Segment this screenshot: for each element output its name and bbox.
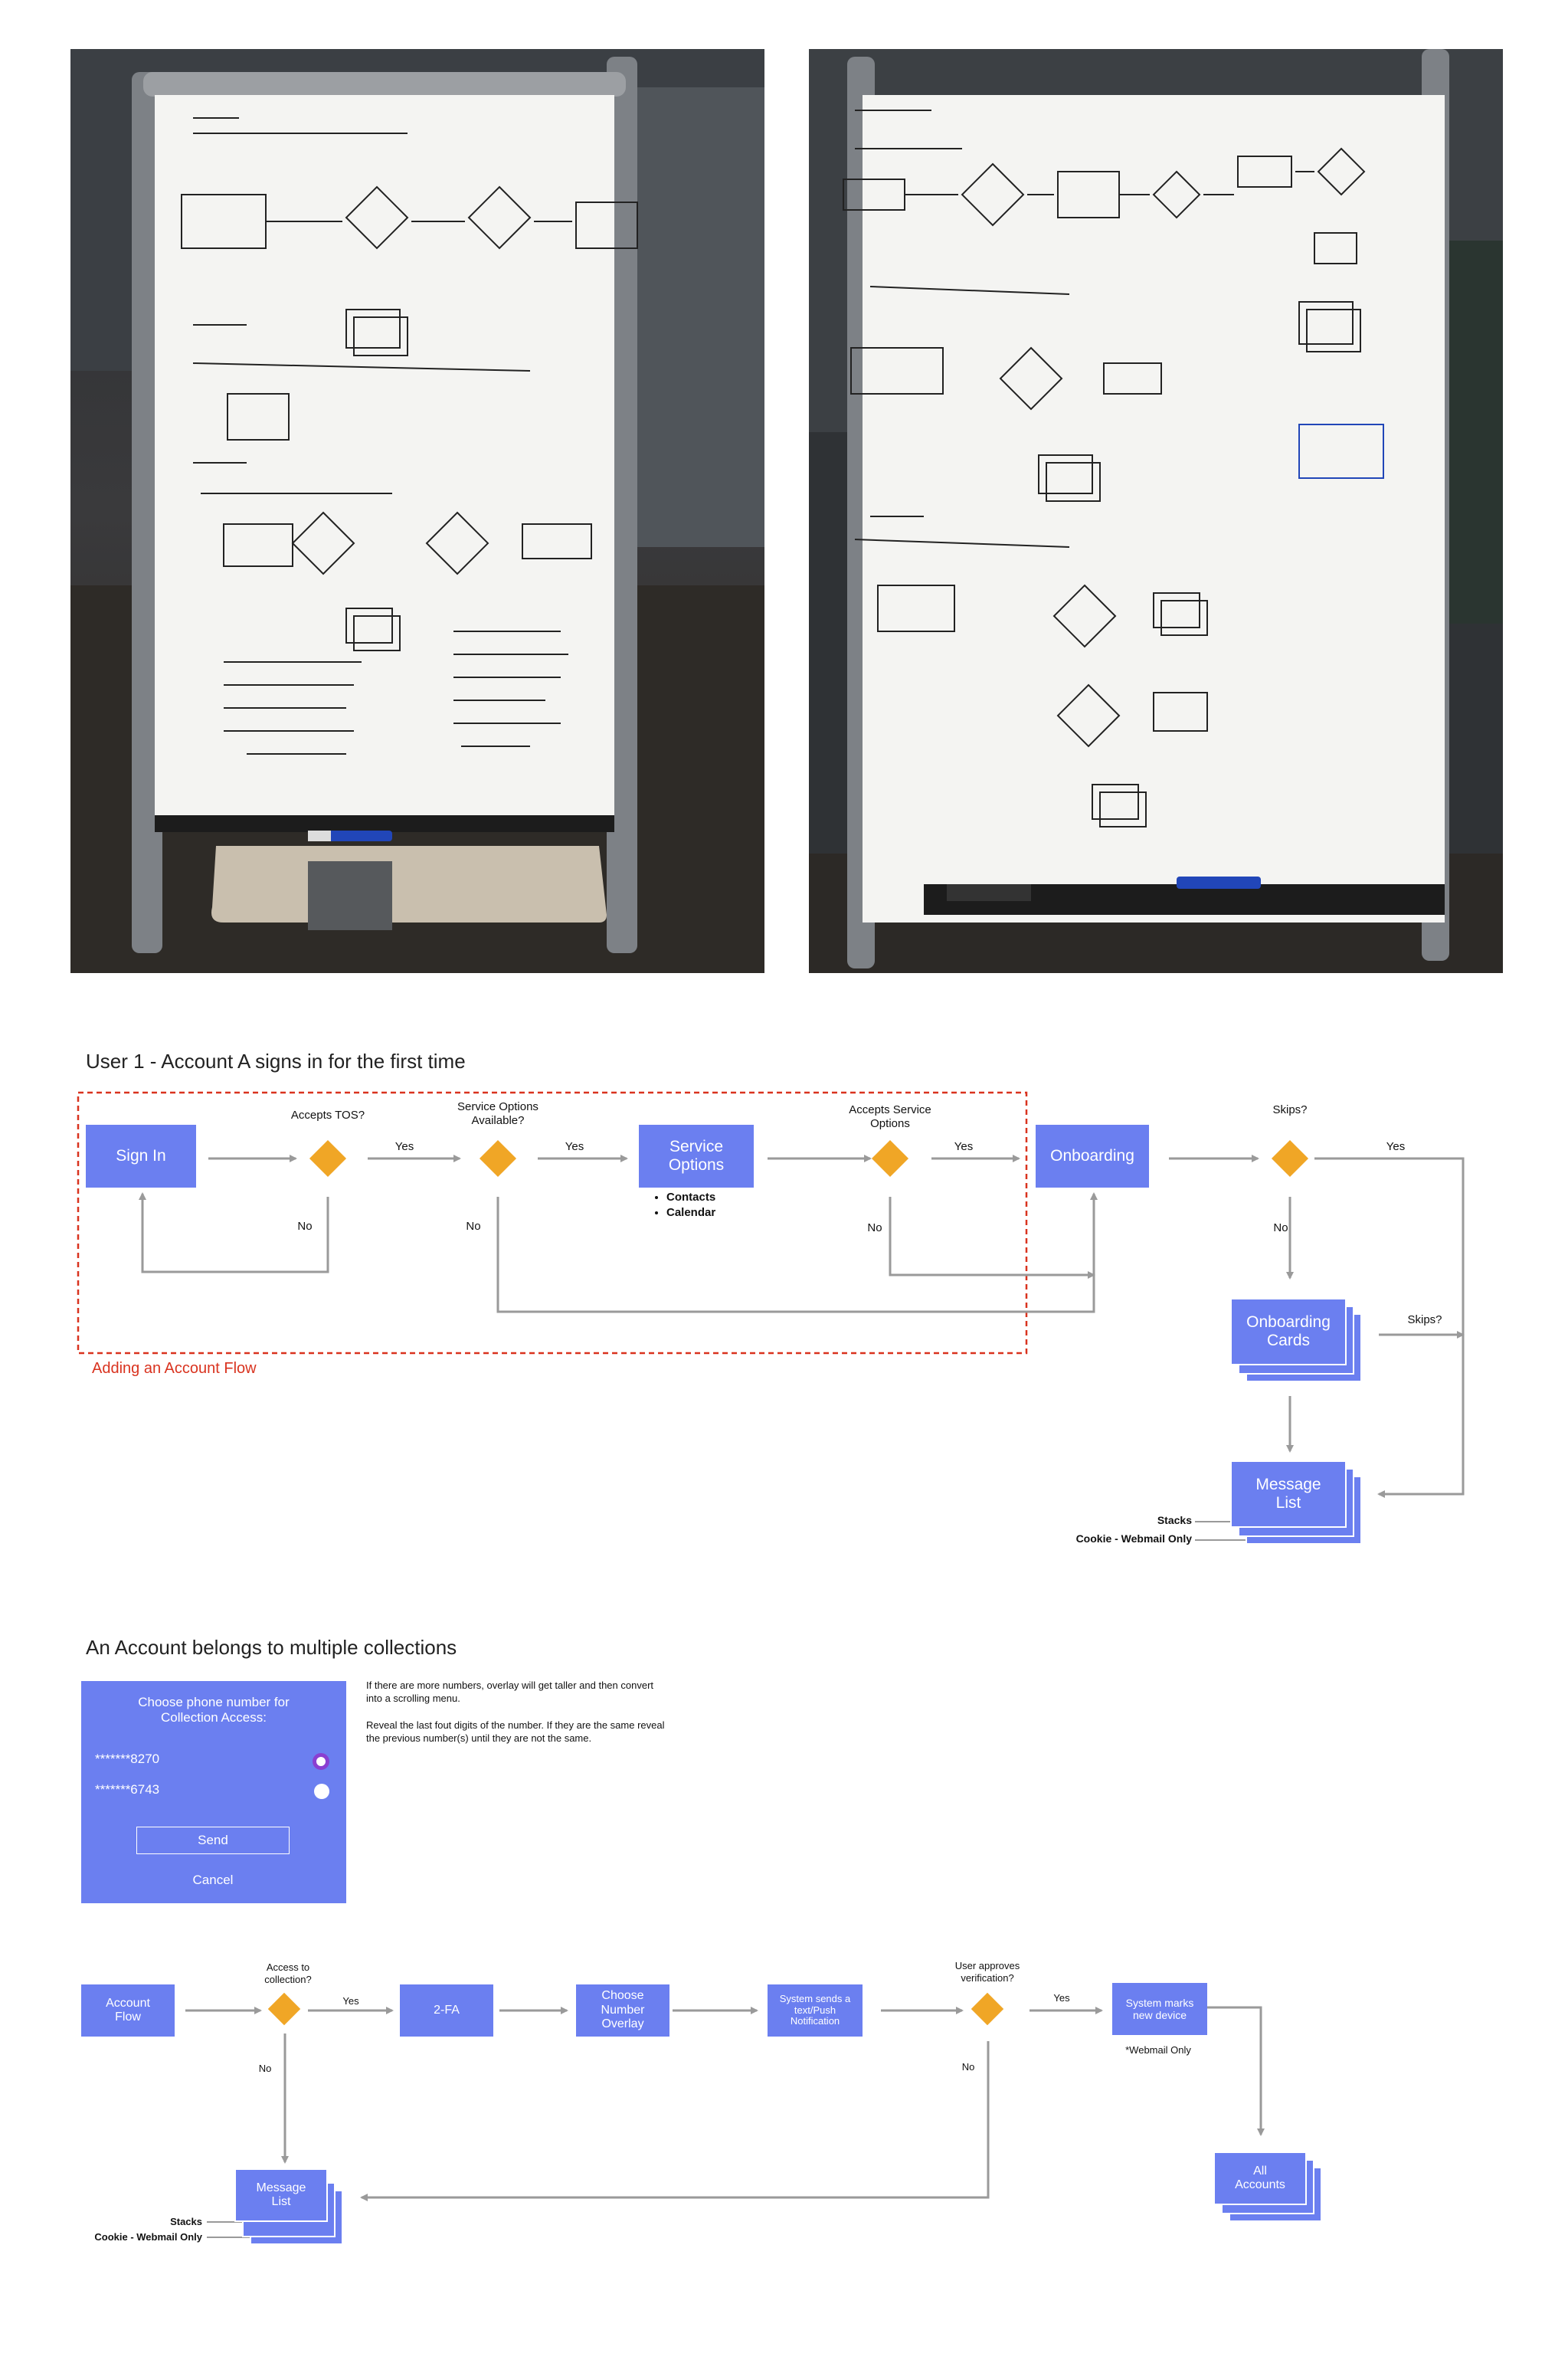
- s2-message-list-box[interactable]: Message List: [234, 2168, 328, 2222]
- sign-in-box[interactable]: Sign In: [86, 1125, 196, 1188]
- bullet-calendar: Calendar: [666, 1205, 715, 1221]
- service-options-box[interactable]: Service Options: [639, 1125, 754, 1188]
- whiteboard-photo-left: [70, 49, 764, 973]
- stacks-label: Stacks: [1157, 1514, 1192, 1526]
- onboarding-box[interactable]: Onboarding: [1036, 1125, 1149, 1188]
- s2-yes-label-2: Yes: [1053, 1992, 1070, 2004]
- cookie-webmail-label: Cookie - Webmail Only: [1075, 1532, 1192, 1545]
- overlay-heading: Choose phone number for Collection Acces…: [138, 1695, 290, 1725]
- section2-title: An Account belongs to multiple collectio…: [86, 1636, 457, 1659]
- phone-option-8270[interactable]: *******8270: [95, 1752, 332, 1771]
- phone-option-6743[interactable]: *******6743: [95, 1782, 332, 1802]
- whiteboard-photo-right: [809, 49, 1503, 973]
- yes-label-4: Yes: [1386, 1140, 1406, 1153]
- phone-option-6743-label: *******6743: [95, 1782, 160, 1797]
- overlay-note-1: If there are more numbers, overlay will …: [366, 1680, 654, 1704]
- yes-label-3: Yes: [954, 1140, 974, 1153]
- no-label-3: No: [867, 1221, 882, 1234]
- bullet-contacts: Contacts: [666, 1190, 715, 1205]
- accepts-service-options-label: Accepts Service Options: [849, 1103, 931, 1130]
- service-options-bullets: Contacts Calendar: [643, 1190, 715, 1220]
- system-sends-notification-box[interactable]: System sends a text/Push Notification: [768, 1984, 863, 2037]
- s2-yes-label-1: Yes: [342, 1995, 359, 2007]
- s2-stacks-label: Stacks: [170, 2216, 202, 2227]
- radio-selected-icon[interactable]: [313, 1753, 329, 1770]
- account-flow-box[interactable]: Account Flow: [81, 1984, 175, 2037]
- yes-label-2: Yes: [565, 1140, 584, 1153]
- s2-no-label-1: No: [258, 2063, 272, 2074]
- section1-title: User 1 - Account A signs in for the firs…: [86, 1050, 466, 1073]
- service-options-available-label: Service Options Available?: [457, 1100, 538, 1127]
- access-to-collection-label: Access to collection?: [264, 1961, 312, 1985]
- no-label-4: No: [1273, 1221, 1288, 1234]
- onboarding-cards-box[interactable]: Onboarding Cards: [1230, 1298, 1347, 1365]
- yes-label-1: Yes: [394, 1140, 414, 1153]
- all-accounts-box[interactable]: All Accounts: [1213, 2151, 1307, 2205]
- system-marks-device-box[interactable]: System marks new device: [1112, 1983, 1207, 2035]
- cancel-button[interactable]: Cancel: [192, 1873, 234, 1887]
- skips-label: Skips?: [1272, 1103, 1308, 1116]
- no-label-1: No: [297, 1220, 313, 1233]
- phone-option-8270-label: *******8270: [95, 1752, 160, 1766]
- s2-no-label-2: No: [961, 2061, 975, 2073]
- send-button[interactable]: Send: [136, 1827, 290, 1854]
- skips-cards-label: Skips?: [1407, 1313, 1442, 1326]
- accepts-tos-label: Accepts TOS?: [290, 1109, 365, 1122]
- s2-cookie-webmail-label: Cookie - Webmail Only: [94, 2231, 202, 2243]
- choose-number-overlay-box[interactable]: Choose Number Overlay: [576, 1984, 669, 2037]
- message-list-box[interactable]: Message List: [1230, 1460, 1347, 1528]
- user-approves-label: User approves verification?: [954, 1960, 1020, 1984]
- adding-account-dashed-frame: [77, 1091, 1028, 1355]
- webmail-only-note: *Webmail Only: [1125, 2044, 1191, 2056]
- no-label-2: No: [466, 1220, 481, 1233]
- overlay-note-2: Reveal the last fout digits of the numbe…: [366, 1719, 665, 1744]
- two-fa-box[interactable]: 2-FA: [400, 1984, 493, 2037]
- adding-account-flow-label: Adding an Account Flow: [92, 1360, 257, 1377]
- radio-unselected-icon[interactable]: [314, 1784, 329, 1799]
- choose-phone-overlay: Choose phone number for Collection Acces…: [81, 1681, 346, 1903]
